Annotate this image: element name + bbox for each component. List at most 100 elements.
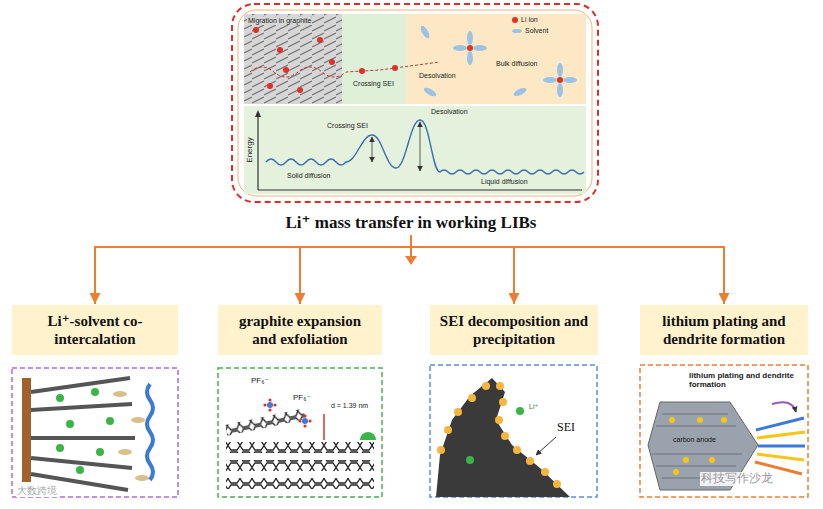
sei-panel	[437, 382, 561, 488]
plating-panel	[656, 426, 736, 427]
legend-text: Solvent	[525, 27, 548, 34]
trunk-arrow	[405, 247, 417, 265]
energy-panel	[244, 106, 586, 194]
exfoliation-panel	[225, 408, 306, 435]
branch-connector	[300, 235, 411, 304]
node-text: lithium plating and dendrite formation	[648, 312, 800, 348]
process-label: Migration in graphite	[247, 17, 312, 25]
cointercalation-panel	[56, 394, 64, 402]
mechanism-box: Li⁺-solvent co-intercalation	[12, 305, 178, 355]
branch-connector	[411, 235, 514, 304]
sei-panel	[536, 437, 556, 455]
transfer-panel	[406, 14, 586, 104]
sei-panel	[466, 456, 474, 464]
sei-panel	[437, 446, 445, 454]
lithium-ion	[297, 87, 303, 93]
transfer-panel	[244, 14, 342, 104]
sei-panel	[499, 398, 507, 406]
cointercalation-panel	[135, 475, 149, 481]
legend-item: Solvent	[512, 27, 548, 35]
watermark: 科技写作沙龙	[700, 472, 774, 486]
plating-panel	[652, 414, 742, 478]
legend-item: Li ion	[512, 16, 538, 24]
exfoliation-panel	[303, 414, 306, 417]
cointercalation-panel	[106, 417, 114, 425]
energy-curve	[266, 120, 584, 174]
ion-label: PF₆⁻	[292, 393, 312, 402]
branch-connector	[411, 235, 724, 304]
solvent-molecule	[512, 86, 527, 97]
callout-label: SEI	[556, 421, 576, 435]
sei-panel	[553, 480, 561, 488]
exfoliation-panel	[302, 418, 308, 424]
lithium-ion	[392, 65, 398, 71]
barrier-arrow	[420, 122, 421, 171]
process-label: Bulk diffusion	[495, 60, 539, 68]
cointercalation-panel	[31, 378, 130, 392]
mechanism-box: graphite expansion and exfoliation	[218, 305, 382, 355]
plating-panel	[757, 454, 804, 460]
exfoliation-panel	[263, 398, 276, 411]
exfoliation-panel	[226, 478, 374, 489]
plating-panel	[673, 469, 679, 475]
lithium-ion	[359, 68, 365, 74]
watermark: 大数跨境	[16, 485, 58, 497]
exfoliation-panel	[267, 402, 273, 408]
barrier-arrow	[372, 137, 373, 162]
exfoliation-panel	[218, 368, 382, 497]
overview-frame	[232, 4, 598, 202]
exfoliation-panel	[303, 424, 306, 427]
solvated-ion	[467, 45, 473, 51]
plating-panel	[662, 414, 728, 415]
cointercalation-panel	[31, 378, 135, 490]
solvated-ion	[467, 51, 473, 65]
node-text: Li⁺-solvent co-intercalation	[20, 312, 170, 348]
plating-panel	[709, 457, 715, 463]
plating-panel	[669, 417, 727, 475]
solvated-ion	[543, 63, 577, 97]
cointercalation-panel	[113, 391, 149, 481]
plating-panel	[757, 432, 805, 438]
trunk-arrow	[405, 256, 417, 265]
cointercalation-panel	[31, 436, 135, 440]
legend-text: Li ion	[521, 16, 538, 23]
solvent-molecule	[419, 24, 431, 39]
cointercalation-panel	[76, 466, 84, 474]
transfer-panel	[244, 14, 586, 104]
plating-panel	[755, 418, 805, 474]
plating-panel	[652, 454, 742, 455]
mechanism-box: lithium plating and dendrite formation	[640, 305, 808, 355]
sei-panel	[501, 432, 509, 440]
sei-panel	[513, 446, 521, 454]
sei-panel	[468, 394, 476, 402]
solvated-ion	[557, 77, 563, 83]
lithium-ion	[253, 27, 398, 93]
process-label: Solid diffusion	[286, 172, 331, 180]
exfoliation-panel	[298, 414, 311, 427]
sei-panel	[482, 382, 490, 390]
cointercalation-panel	[56, 388, 114, 474]
plating-panel	[669, 417, 675, 423]
cointercalation-panel	[113, 391, 127, 397]
plating-panel	[756, 418, 804, 430]
node-text: Li⁺ mass transfer in working LIBs	[231, 213, 591, 233]
lithium-ion	[317, 37, 323, 43]
plating-panel	[721, 417, 727, 423]
exfoliation-panel	[226, 460, 374, 471]
lithium-ion	[277, 47, 283, 53]
cointercalation-panel	[31, 404, 132, 410]
panel-caption: lithium plating and dendrite formation	[688, 371, 800, 389]
sei-panel	[430, 365, 597, 497]
mechanism-box: SEI decomposition and precipitation	[430, 305, 598, 355]
exfoliation-panel	[263, 403, 266, 406]
cointercalation-panel	[96, 448, 104, 456]
barrier-label: Crossing SEI	[326, 122, 369, 130]
cointercalation-panel	[131, 417, 145, 423]
process-label: Liquid diffusion	[480, 178, 529, 186]
solvated-ion	[473, 45, 487, 51]
lithium-ion	[253, 27, 259, 33]
topic-heading: Li⁺ mass transfer in working LIBs	[231, 213, 591, 233]
sei-panel	[436, 378, 570, 497]
exfoliation-panel	[273, 403, 276, 406]
